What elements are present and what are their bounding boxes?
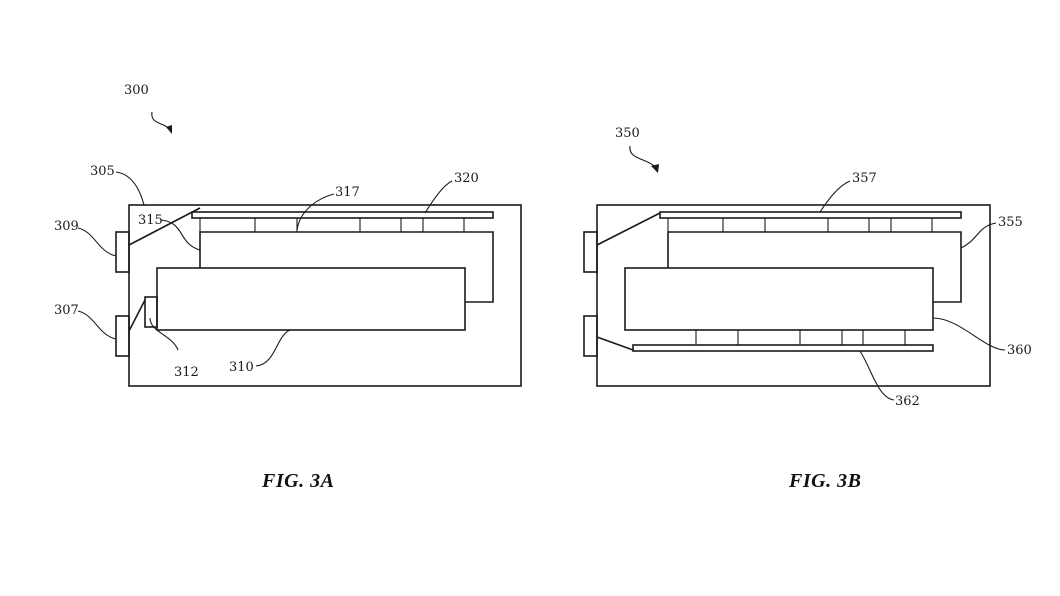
figure-caption-3a: FIG. 3A bbox=[262, 470, 335, 492]
port-upper-3a bbox=[115, 231, 130, 273]
spacer-row-3a bbox=[199, 218, 465, 232]
ref-309: 309 bbox=[54, 219, 79, 234]
port-lower-3b bbox=[583, 315, 598, 357]
ref-362: 362 bbox=[895, 394, 920, 409]
ref-305: 305 bbox=[90, 164, 115, 179]
tab-3a bbox=[144, 296, 158, 328]
cell-lower-3b bbox=[624, 267, 934, 331]
ref-357: 357 bbox=[852, 171, 877, 186]
circuit-board-top-3b bbox=[659, 211, 962, 219]
spacer-row-top-3b bbox=[667, 218, 933, 232]
cell-upper-3a bbox=[199, 231, 494, 303]
ref-307: 307 bbox=[54, 303, 79, 318]
port-upper-3b bbox=[583, 231, 598, 273]
ref-320: 320 bbox=[454, 171, 479, 186]
housing-3b bbox=[596, 204, 991, 387]
port-lower-3a bbox=[115, 315, 130, 357]
ref-310: 310 bbox=[229, 360, 254, 375]
cell-lower-3a bbox=[156, 267, 466, 331]
cell-upper-3b bbox=[667, 231, 962, 303]
circuit-board-3a bbox=[191, 211, 494, 219]
circuit-board-bottom-3b bbox=[632, 344, 934, 352]
ref-360: 360 bbox=[1007, 343, 1032, 358]
ref-350: 350 bbox=[615, 126, 640, 141]
ref-300: 300 bbox=[124, 83, 149, 98]
figure-3b: 350 357 355 360 362 bbox=[583, 126, 1032, 409]
figure-3a: 300 305 309 307 315 317 320 312 310 bbox=[54, 83, 522, 387]
housing-3a bbox=[128, 204, 522, 387]
ref-355: 355 bbox=[998, 215, 1023, 230]
ref-317: 317 bbox=[335, 185, 360, 200]
ref-312: 312 bbox=[174, 365, 199, 380]
ref-315: 315 bbox=[138, 213, 163, 228]
figure-caption-3b: FIG. 3B bbox=[789, 470, 862, 492]
spacer-row-bottom-3b bbox=[695, 330, 906, 345]
